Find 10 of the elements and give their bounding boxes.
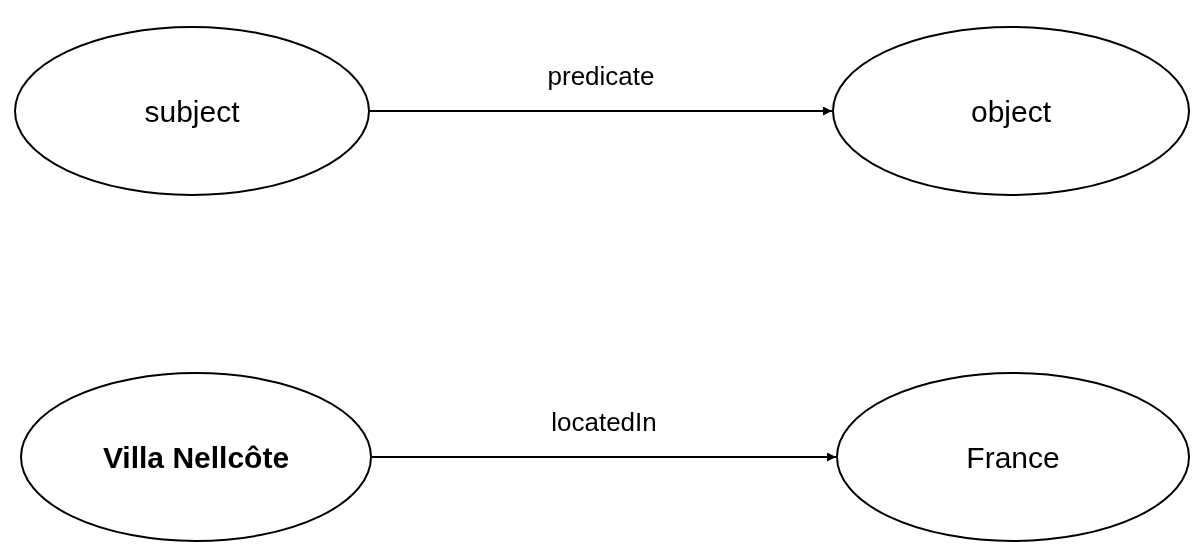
ellipse-node xyxy=(832,26,1190,196)
arrow xyxy=(369,106,833,116)
arrow xyxy=(371,452,837,462)
ellipse-node xyxy=(14,26,370,196)
ellipse-node xyxy=(836,372,1190,542)
node-label: France xyxy=(966,439,1060,476)
node-label: Villa Nellcôte xyxy=(102,439,290,476)
ellipse-node xyxy=(20,372,372,542)
node-label: subject xyxy=(144,93,240,130)
node-label: object xyxy=(970,93,1052,130)
